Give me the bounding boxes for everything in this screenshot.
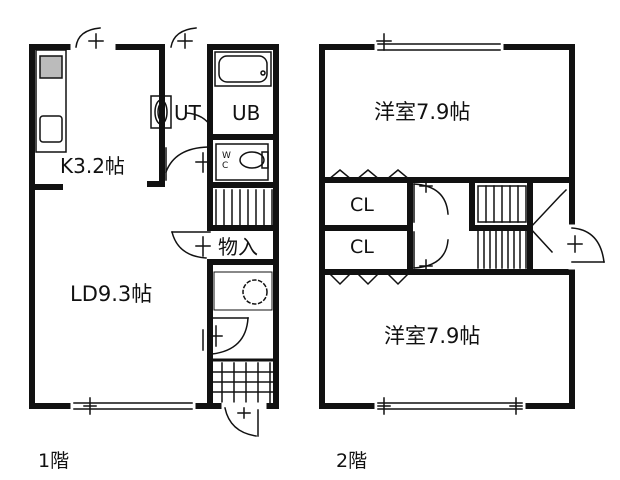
washer-icon — [213, 271, 273, 311]
room-label-kitchen: K3.2帖 — [60, 154, 125, 178]
room-label-closet-lower: CL — [350, 236, 374, 258]
storage-door — [171, 231, 211, 259]
floor2-room-doors — [413, 179, 449, 273]
entrance-tiles-icon — [212, 362, 274, 404]
svg-text:W: W — [222, 151, 231, 161]
floor2-bottom-window — [374, 397, 526, 415]
floor2-caption: 2階 — [336, 450, 368, 472]
room-label-room-top: 洋室7.9帖 — [374, 100, 471, 124]
toilet-icon: W C — [215, 143, 269, 181]
floor1-interior-walls — [29, 44, 279, 409]
bathtub-icon — [214, 51, 272, 87]
hall-door — [202, 317, 249, 355]
utility-door — [165, 111, 214, 181]
room-label-bath: UB — [232, 101, 261, 125]
room-label-storage: 物入 — [218, 235, 258, 259]
room-label-room-bottom: 洋室7.9帖 — [384, 324, 481, 348]
room-label-utility: UT — [174, 101, 201, 125]
svg-text:C: C — [222, 161, 228, 171]
floor1-top-doors — [70, 27, 208, 51]
stairs-icon — [215, 189, 273, 227]
washbasin-icon — [150, 95, 172, 129]
room-label-living: LD9.3帖 — [70, 282, 153, 306]
floor2-top-window — [374, 33, 504, 51]
floor1-caption: 1階 — [38, 450, 70, 472]
closet-doors — [326, 169, 412, 286]
entrance-door — [221, 402, 267, 437]
floor2-side-door — [567, 224, 605, 270]
room-label-closet-upper: CL — [350, 194, 374, 216]
floor2-stairs-icon — [477, 185, 568, 269]
floor1-bottom-window — [70, 397, 196, 415]
kitchen-counter — [35, 49, 67, 153]
floor2-interior-walls — [319, 177, 575, 275]
